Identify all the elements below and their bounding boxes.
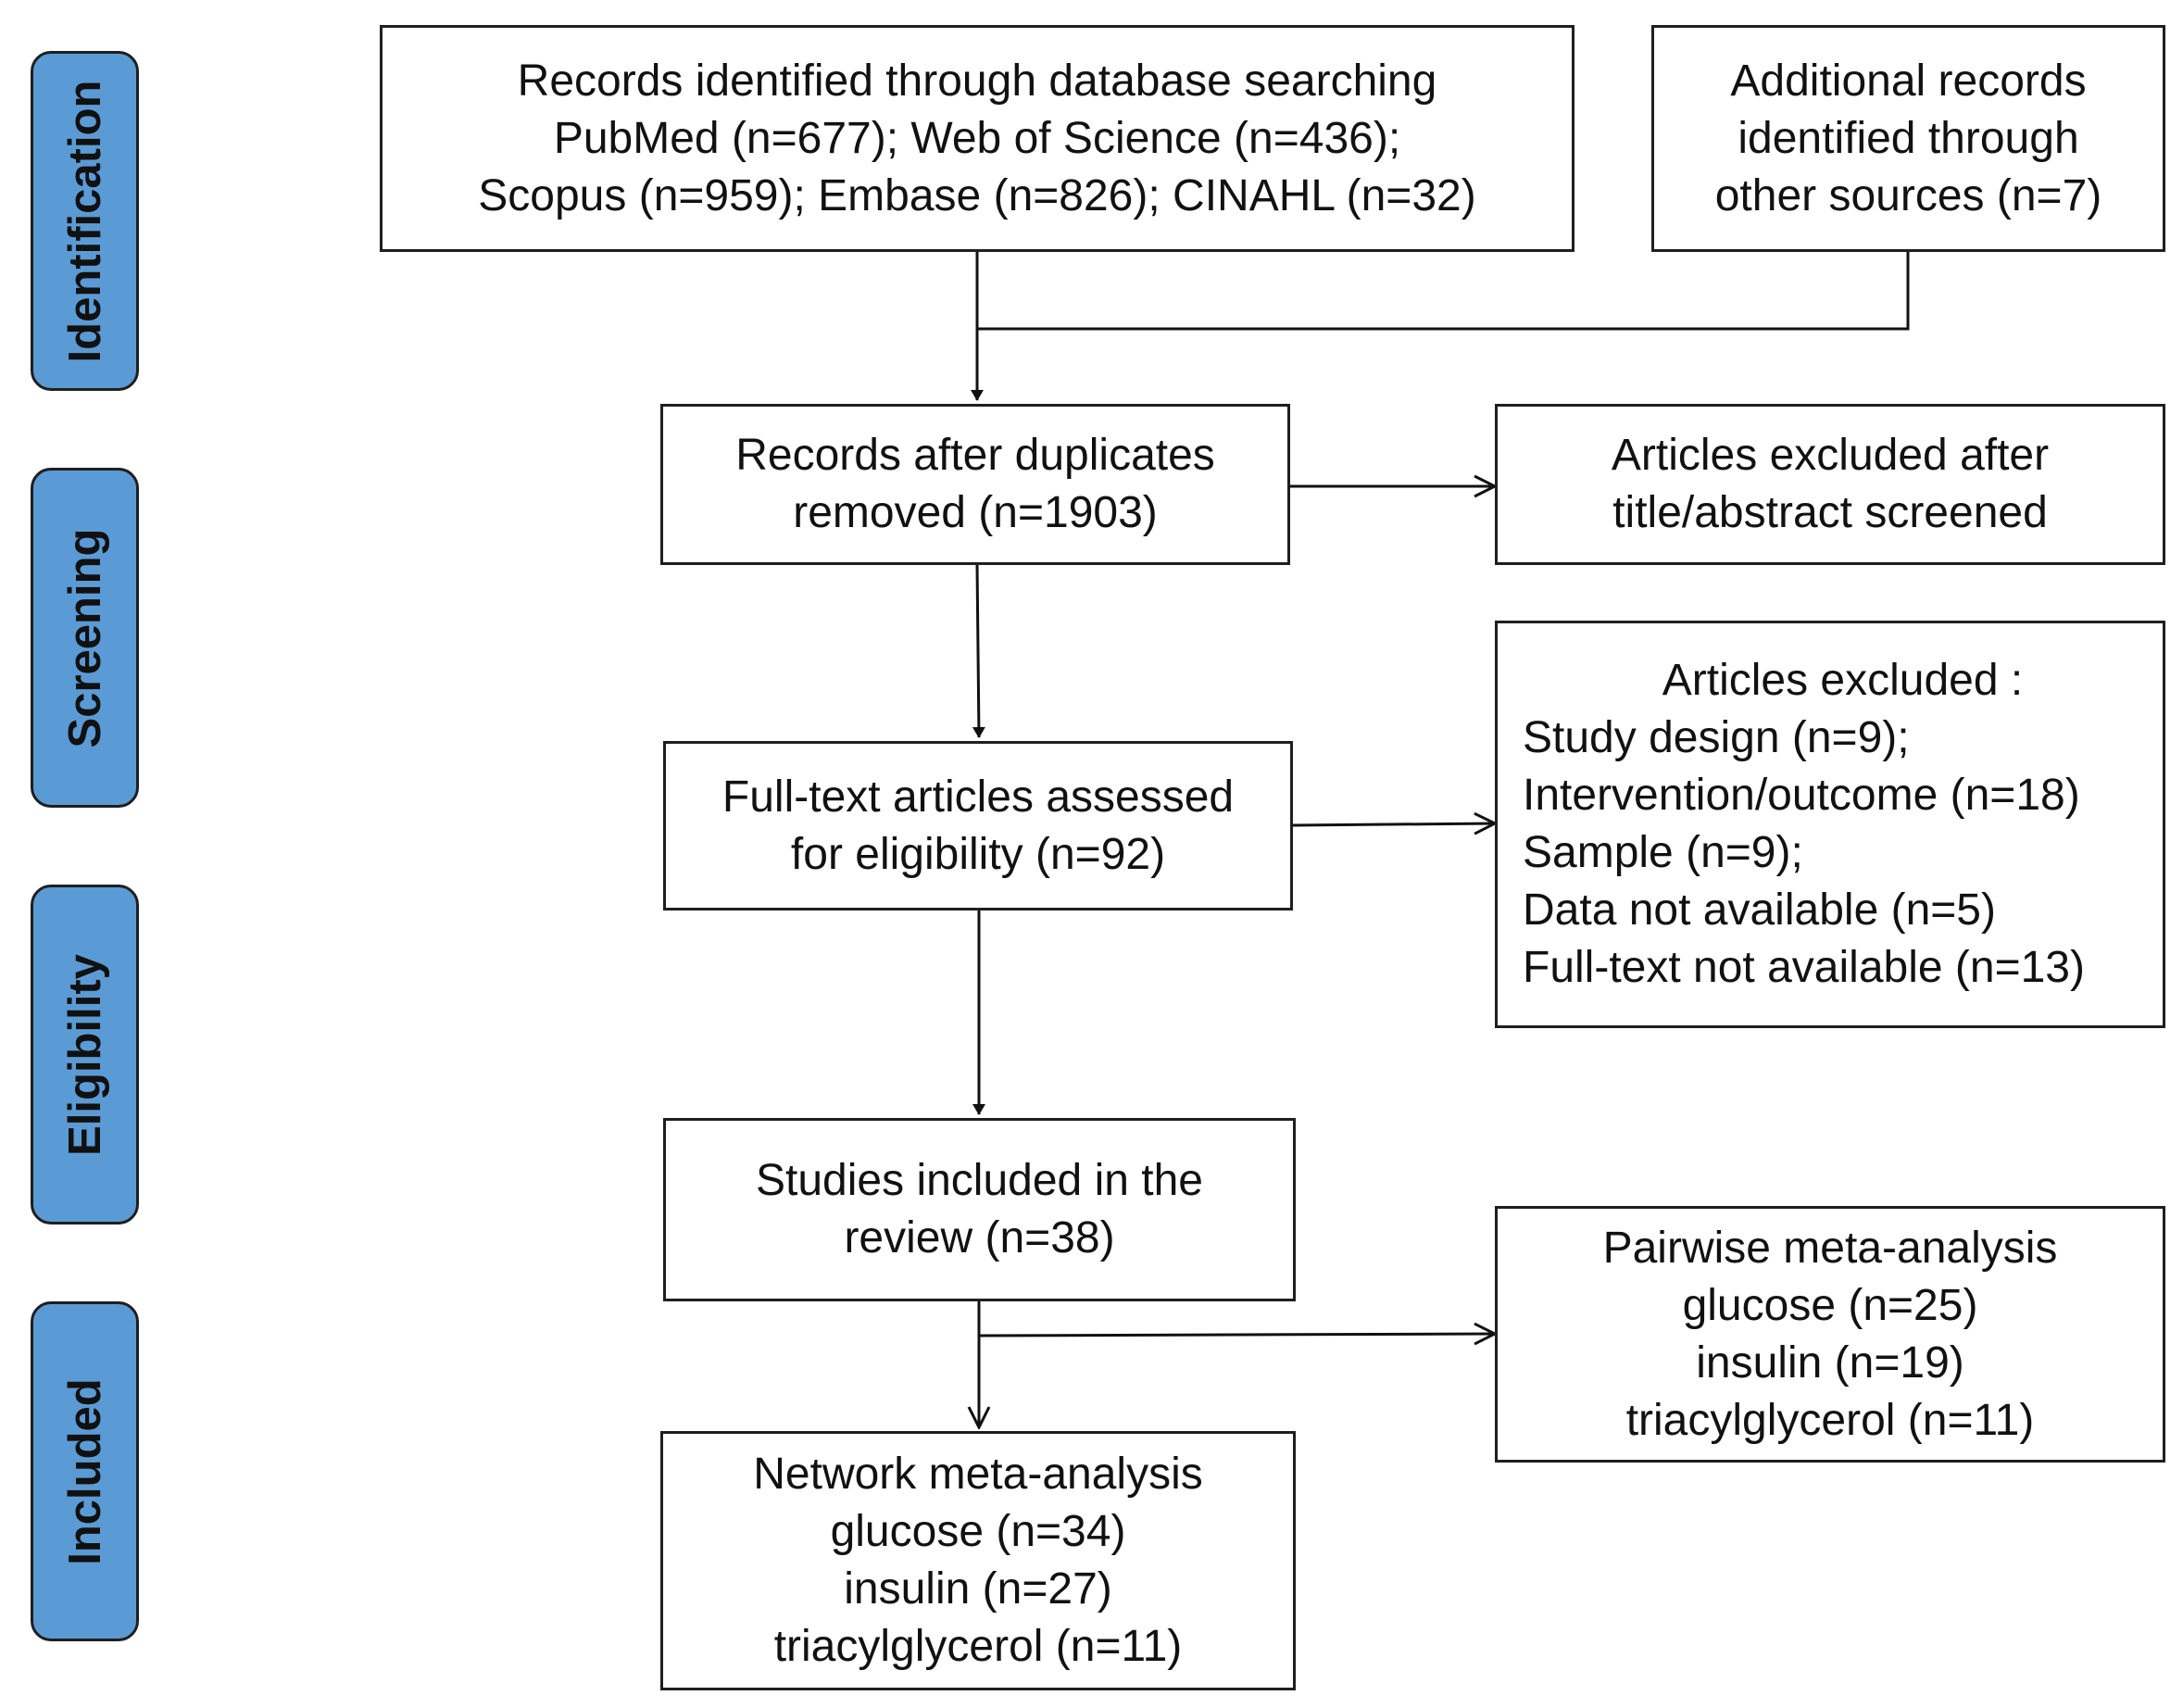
pairwise-meta-triacylglycerol: triacylglycerol (n=11) xyxy=(1625,1395,2035,1445)
included-review-line-2: review (n=38) xyxy=(844,1213,1115,1262)
excluded-reason-study-design: Study design (n=9); xyxy=(1523,713,1910,762)
duplicates-removed-line-2: removed (n=1903) xyxy=(793,488,1158,537)
box-duplicates-removed: Records after duplicates removed (n=1903… xyxy=(660,404,1290,565)
other-sources-line-2: identified through xyxy=(1738,113,2079,163)
box-pairwise-meta: Pairwise meta-analysis glucose (n=25) in… xyxy=(1495,1206,2165,1463)
pairwise-meta-insulin: insulin (n=19) xyxy=(1696,1338,1964,1388)
fulltext-assessed-line-2: for eligibility (n=92) xyxy=(790,829,1166,879)
connector-to-fulltext xyxy=(972,564,985,738)
database-search-line-3: Scopus (n=959); Embase (n=826); CINAHL (… xyxy=(478,170,1476,220)
phase-identification: Identification xyxy=(31,51,139,391)
excluded-title-abstract-line-2: title/abstract screened xyxy=(1612,488,2048,537)
pairwise-meta-title: Pairwise meta-analysis xyxy=(1602,1223,2058,1273)
box-database-search: Records identified through database sear… xyxy=(380,25,1575,252)
box-other-sources: Additional records identified through ot… xyxy=(1651,25,2165,252)
excluded-reason-fulltext: Full-text not available (n=13) xyxy=(1523,943,2085,992)
network-meta-title: Network meta-analysis xyxy=(753,1450,1203,1499)
network-meta-insulin: insulin (n=27) xyxy=(844,1564,1112,1614)
box-excluded-fulltext: Articles excluded : Study design (n=9); … xyxy=(1495,621,2165,1028)
excluded-reason-data: Data not available (n=5) xyxy=(1523,885,1996,935)
pairwise-meta-glucose: glucose (n=25) xyxy=(1682,1280,1978,1330)
connector-other-sources xyxy=(977,252,1910,331)
other-sources-line-3: other sources (n=7) xyxy=(1714,170,2102,220)
box-fulltext-assessed: Full-text articles assessed for eligibil… xyxy=(663,741,1293,911)
excluded-reason-intervention: Intervention/outcome (n=18) xyxy=(1523,771,2080,820)
network-meta-glucose: glucose (n=34) xyxy=(830,1507,1126,1556)
excluded-fulltext-heading: Articles excluded : xyxy=(1662,656,2024,705)
duplicates-removed-line-1: Records after duplicates xyxy=(735,431,1215,480)
box-included-review: Studies included in the review (n=38) xyxy=(663,1118,1296,1301)
included-review-line-1: Studies included in the xyxy=(756,1156,1203,1205)
fulltext-assessed-line-1: Full-text articles assessed xyxy=(721,772,1235,822)
phase-eligibility: Eligibility xyxy=(31,885,139,1224)
phase-included: Included xyxy=(31,1301,139,1641)
box-excluded-title-abstract: Articles excluded after title/abstract s… xyxy=(1495,404,2165,565)
connector-to-fulltext-exclusion xyxy=(1290,823,1495,825)
connector-to-pairwise xyxy=(978,1334,1495,1336)
database-search-line-1: Records identified through database sear… xyxy=(517,56,1437,106)
database-search-line-2: PubMed (n=677); Web of Science (n=436); xyxy=(553,113,1401,163)
other-sources-line-1: Additional records xyxy=(1730,56,2087,106)
phase-screening: Screening xyxy=(31,468,139,808)
box-network-meta: Network meta-analysis glucose (n=34) ins… xyxy=(660,1431,1296,1690)
network-meta-triacylglycerol: triacylglycerol (n=11) xyxy=(773,1622,1183,1671)
excluded-reason-sample: Sample (n=9); xyxy=(1523,828,1803,877)
excluded-title-abstract-line-1: Articles excluded after xyxy=(1611,431,2050,480)
